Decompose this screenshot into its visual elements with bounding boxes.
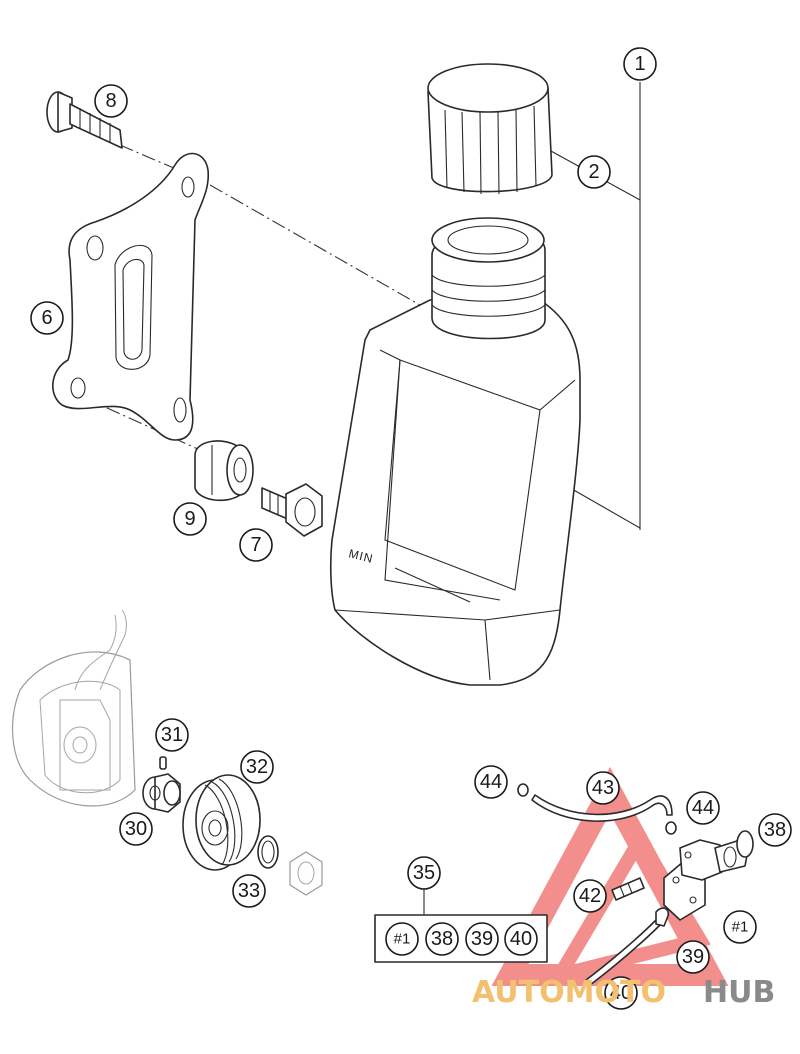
svg-text:39: 39 (682, 946, 704, 968)
svg-text:42: 42 (579, 885, 601, 907)
callout-1: 1 (623, 47, 657, 81)
watermark-text-part2: HUB (703, 975, 775, 1010)
oil-tank-part-1: MIN (329, 217, 581, 686)
watermark-text-part1: AUTOMOTO (472, 975, 666, 1010)
svg-text:7: 7 (250, 534, 261, 556)
pin-part-31 (159, 756, 167, 770)
gasket-part-6 (52, 152, 210, 441)
callout-35: 35 (407, 856, 441, 890)
screw-part-42 (611, 877, 645, 901)
callout-44a: 44 (474, 765, 508, 799)
small-clamp-44b (665, 821, 677, 835)
callout-40: 40 (604, 976, 638, 1010)
grommet-part-9 (194, 440, 254, 502)
svg-text:1: 1 (634, 53, 645, 75)
clip-part-39 (655, 907, 670, 927)
callout-42: 42 (573, 879, 607, 913)
svg-text:40: 40 (510, 928, 532, 950)
kit-item-40: 40 (504, 922, 538, 956)
tank-min-label: MIN (347, 546, 375, 566)
callout-2: 2 (577, 155, 611, 189)
nut (289, 851, 323, 896)
callout-9: 9 (173, 502, 207, 536)
callout-32: 32 (240, 750, 274, 784)
svg-text:38: 38 (764, 819, 786, 841)
hose-part-40 (585, 919, 661, 986)
pulley-part-32 (182, 774, 261, 871)
watermark-text: AUTOMOTO HUB (472, 975, 775, 1010)
svg-text:33: 33 (238, 880, 260, 902)
callout-8: 8 (94, 84, 128, 118)
callout-44b: 44 (686, 791, 720, 825)
svg-text:6: 6 (41, 307, 52, 329)
callout-31: 31 (155, 718, 189, 752)
oil-pump-assembly (517, 783, 754, 986)
callout-38: 38 (758, 813, 792, 847)
cap-part-2 (427, 63, 553, 195)
svg-text:39: 39 (471, 928, 493, 950)
stator-assembly (12, 609, 136, 807)
svg-text:9: 9 (184, 508, 195, 530)
callout-7: 7 (239, 528, 273, 562)
svg-text:8: 8 (105, 90, 116, 112)
kit-item-38: 38 (425, 922, 459, 956)
screw-part-7 (261, 483, 323, 537)
callout-39: 39 (676, 940, 710, 974)
kit-item-hash1: #1 (385, 922, 419, 956)
callout-hash1: #1 (723, 910, 757, 944)
svg-text:40: 40 (610, 982, 632, 1004)
svg-text:#1: #1 (732, 919, 749, 936)
svg-text:31: 31 (161, 724, 183, 746)
kit-item-39: 39 (465, 922, 499, 956)
svg-text:44: 44 (692, 797, 714, 819)
svg-text:44: 44 (480, 771, 502, 793)
o-ring-part-38 (736, 830, 754, 858)
svg-text:2: 2 (588, 161, 599, 183)
callout-6: 6 (30, 301, 64, 335)
svg-text:35: 35 (413, 862, 435, 884)
bolt-part-8 (46, 91, 123, 149)
svg-text:32: 32 (246, 756, 268, 778)
clip-part-33 (257, 835, 279, 869)
callout-43: 43 (586, 771, 620, 805)
oil-pump-body (663, 839, 749, 921)
hose-part-43 (531, 794, 673, 822)
svg-text:#1: #1 (394, 931, 411, 948)
svg-text:38: 38 (431, 928, 453, 950)
small-clamp-44a (517, 783, 529, 797)
spacer-part-30 (142, 773, 181, 813)
callout-33: 33 (232, 874, 266, 908)
svg-text:43: 43 (592, 777, 614, 799)
svg-text:30: 30 (125, 818, 147, 840)
callout-30: 30 (119, 812, 153, 846)
